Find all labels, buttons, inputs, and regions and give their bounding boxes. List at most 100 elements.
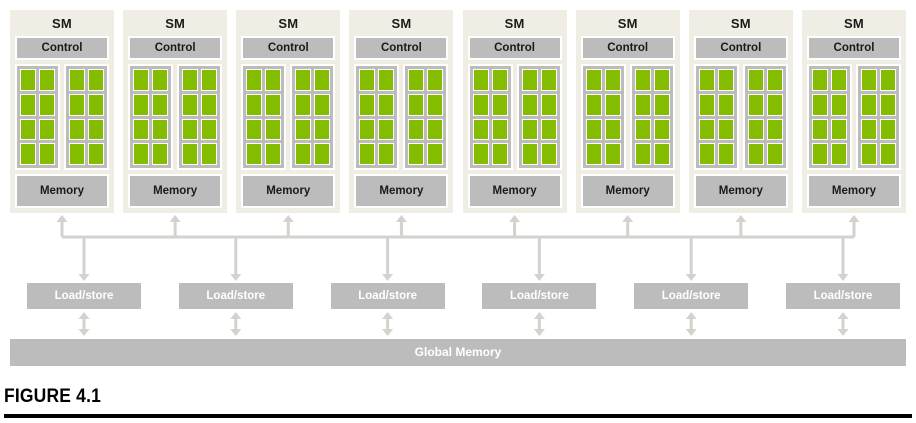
core-cell: [604, 93, 621, 116]
core-cell: [295, 118, 312, 141]
sm-title: SM: [730, 16, 751, 31]
core-cell: [717, 118, 734, 141]
core-cell: [860, 93, 877, 116]
load-store-box: Load/store: [785, 283, 900, 309]
core-cell: [246, 93, 263, 116]
core-cell: [378, 93, 395, 116]
core-cell: [408, 143, 425, 165]
core-cell: [133, 143, 150, 165]
core-cell: [20, 118, 36, 141]
core-cell: [521, 69, 538, 91]
core-group: [693, 64, 739, 170]
core-cell: [182, 93, 199, 116]
core-cell: [152, 69, 169, 91]
core-cell: [491, 118, 508, 141]
core-cell: [182, 118, 199, 141]
sm-memory-box: Memory: [693, 174, 788, 208]
load-store-box: Load/store: [178, 283, 293, 309]
core-cell: [717, 69, 734, 91]
core-cell: [766, 118, 783, 141]
core-cell: [408, 118, 425, 141]
core-cell: [378, 118, 395, 141]
core-cell: [604, 143, 621, 165]
sm-control-box: Control: [15, 36, 109, 60]
core-cell: [717, 93, 734, 116]
core-cell: [879, 143, 896, 165]
core-cell: [521, 118, 538, 141]
sm-control-box: Control: [241, 36, 336, 60]
core-cell: [830, 118, 847, 141]
core-cell: [811, 69, 828, 91]
core-group: [290, 64, 336, 170]
sm-control-box: Control: [354, 36, 449, 60]
core-cell: [540, 143, 557, 165]
core-cell: [295, 143, 312, 165]
core-group: [629, 64, 675, 170]
core-cell: [152, 93, 169, 116]
core-cell: [698, 69, 715, 91]
core-cell: [201, 69, 218, 91]
core-cell: [585, 143, 602, 165]
load-store-box: Load/store: [482, 283, 597, 309]
sm-core-area: [467, 64, 562, 170]
core-cell: [69, 93, 85, 116]
core-cell: [766, 93, 783, 116]
global-memory-bar: Global Memory: [10, 339, 906, 366]
sm-memory-box: Memory: [580, 174, 675, 208]
core-cell: [265, 93, 282, 116]
core-group: [128, 64, 174, 170]
sm-control-box: Control: [580, 36, 675, 60]
sm-core-area: [354, 64, 449, 170]
core-cell: [182, 143, 199, 165]
core-cell: [133, 93, 150, 116]
core-cell: [860, 143, 877, 165]
core-group: [855, 64, 901, 170]
core-cell: [133, 69, 150, 91]
core-cell: [811, 118, 828, 141]
core-cell: [265, 118, 282, 141]
core-cell: [201, 143, 218, 165]
sm-core-area: [693, 64, 788, 170]
core-cell: [265, 69, 282, 91]
core-cell: [879, 118, 896, 141]
core-group: [15, 64, 60, 170]
core-cell: [811, 143, 828, 165]
core-cell: [766, 143, 783, 165]
core-cell: [265, 143, 282, 165]
core-cell: [182, 69, 199, 91]
core-group: [64, 64, 109, 170]
sm-title: SM: [391, 16, 412, 31]
core-cell: [88, 93, 104, 116]
core-cell: [378, 69, 395, 91]
core-cell: [69, 118, 85, 141]
core-cell: [201, 93, 218, 116]
core-cell: [879, 69, 896, 91]
core-cell: [472, 93, 489, 116]
core-cell: [604, 118, 621, 141]
sm-core-area: [241, 64, 336, 170]
core-cell: [634, 69, 651, 91]
core-cell: [246, 143, 263, 165]
core-cell: [879, 93, 896, 116]
core-cell: [521, 93, 538, 116]
core-cell: [491, 93, 508, 116]
core-cell: [472, 118, 489, 141]
sm-title: SM: [504, 16, 525, 31]
core-cell: [314, 93, 331, 116]
sm-memory-box: Memory: [241, 174, 336, 208]
core-cell: [359, 69, 376, 91]
core-cell: [585, 93, 602, 116]
core-cell: [20, 143, 36, 165]
load-store-box: Load/store: [634, 283, 749, 309]
core-cell: [766, 69, 783, 91]
core-cell: [698, 118, 715, 141]
sm-memory-box: Memory: [806, 174, 901, 208]
core-cell: [152, 118, 169, 141]
core-cell: [314, 118, 331, 141]
load-store-box: Load/store: [330, 283, 445, 309]
